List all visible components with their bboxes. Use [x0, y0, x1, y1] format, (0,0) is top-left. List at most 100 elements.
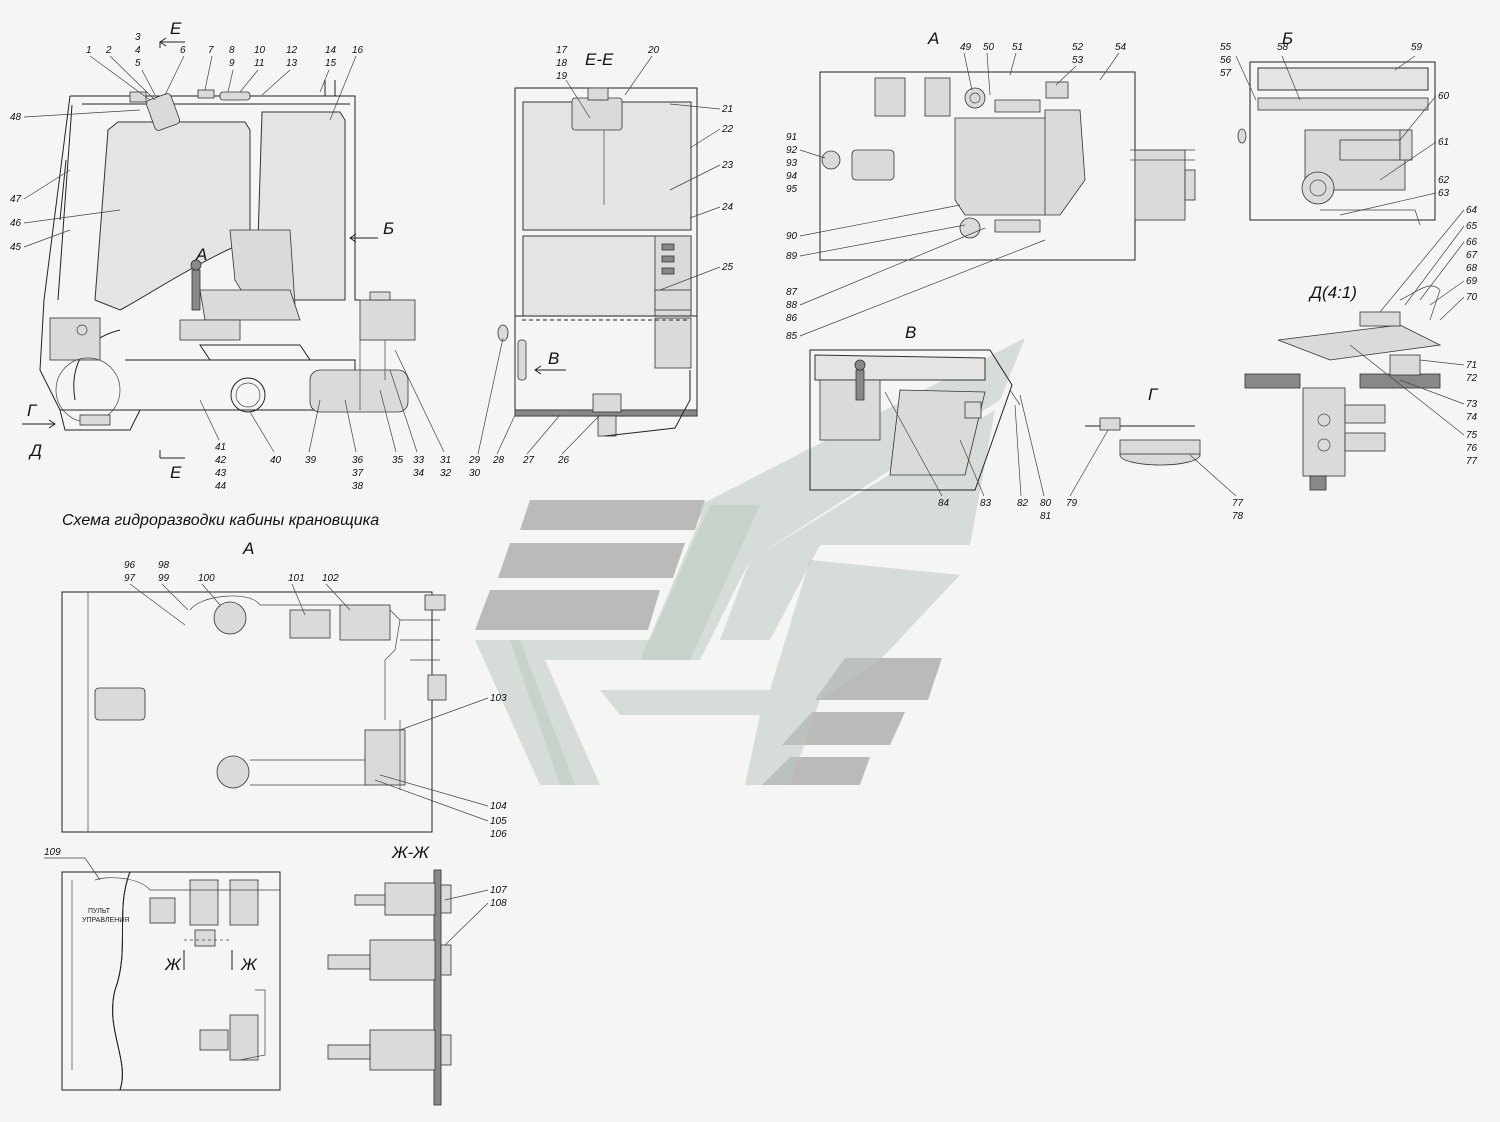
callout-number-65: 65 — [1466, 221, 1478, 232]
callout-number-83: 83 — [980, 498, 992, 509]
callout-number-29: 29 — [468, 455, 481, 466]
callout-number-4: 4 — [135, 45, 141, 56]
callout-number-81: 81 — [1040, 511, 1051, 522]
view-v: В — [809, 323, 1021, 491]
callout-number-96: 96 — [124, 560, 136, 571]
heater-unit — [309, 369, 409, 413]
view-v-callouts: 84 83 82 80 81 — [884, 391, 1052, 522]
callout-number-2: 2 — [105, 45, 112, 56]
callout-number-72: 72 — [1466, 373, 1478, 384]
callout-number-85: 85 — [786, 331, 798, 342]
callout-number-73: 73 — [1466, 399, 1478, 410]
callout-number-7: 7 — [208, 45, 214, 56]
marker-e-top: Е — [170, 19, 182, 38]
side-bottom-callouts: 41 42 43 44 40 39 36 37 38 35 33 34 31 3… — [199, 349, 452, 492]
cabin-front-glass — [94, 121, 251, 311]
callout-number-104: 104 — [490, 801, 507, 812]
callout-number-74: 74 — [1466, 412, 1478, 423]
view-b-callouts: 55 56 57 58 59 60 61 62 63 — [1220, 42, 1450, 216]
callout-number-87: 87 — [786, 287, 798, 298]
callout-number-86: 86 — [786, 313, 798, 324]
view-a-top-title: А — [927, 29, 939, 48]
section-ee-callouts: 17 18 19 20 21 22 23 24 25 29 30 28 27 2… — [468, 45, 734, 479]
panel-label-line2: УПРАВЛЕНИЯ — [82, 917, 129, 924]
view-g: Г — [1085, 385, 1201, 466]
callout-number-98: 98 — [158, 560, 170, 571]
marker-a-side: А — [195, 245, 207, 264]
callout-number-77: 77 — [1232, 498, 1244, 509]
callout-number-77: 77 — [1466, 456, 1478, 467]
view-a-top: А — [819, 29, 1196, 261]
marker-d-side: Д — [28, 441, 42, 460]
callout-number-52: 52 — [1072, 42, 1084, 53]
callout-number-14: 14 — [325, 45, 337, 56]
callout-number-50: 50 — [983, 42, 995, 53]
callout-number-3: 3 — [135, 32, 141, 43]
view-d-title: Д(4:1) — [1308, 283, 1357, 302]
callout-number-57: 57 — [1220, 68, 1232, 79]
section-zhzh-callouts: 107 108 — [444, 885, 507, 946]
panel-label-line1: ПУЛЬТ — [88, 908, 111, 915]
callout-number-56: 56 — [1220, 55, 1232, 66]
callout-number-102: 102 — [322, 573, 339, 584]
marker-b-side: Б — [383, 219, 394, 238]
callout-number-18: 18 — [556, 58, 568, 69]
callout-number-31: 31 — [440, 455, 451, 466]
callout-number-48: 48 — [10, 112, 22, 123]
callout-number-16: 16 — [352, 45, 364, 56]
callout-number-30: 30 — [469, 468, 481, 479]
callout-number-32: 32 — [440, 468, 452, 479]
callout-number-39: 39 — [305, 455, 317, 466]
callout-number-34: 34 — [413, 468, 425, 479]
callout-number-59: 59 — [1411, 42, 1423, 53]
callout-number-107: 107 — [490, 885, 507, 896]
callout-number-54: 54 — [1115, 42, 1127, 53]
scheme-caption: Схема гидроразводки кабины крановщика — [62, 512, 379, 529]
callout-number-84: 84 — [938, 498, 950, 509]
view-d-callouts: 64 65 66 67 68 69 70 71 72 73 74 75 76 7… — [1349, 205, 1478, 467]
callout-number-63: 63 — [1438, 188, 1450, 199]
callout-number-94: 94 — [786, 171, 798, 182]
callout-number-90: 90 — [786, 231, 798, 242]
callout-number-82: 82 — [1017, 498, 1029, 509]
view-g-title: Г — [1148, 385, 1159, 404]
callout-number-67: 67 — [1466, 250, 1478, 261]
scheme-a-callouts: 96 97 98 99 100 101 102 103 104 105 106 — [124, 560, 507, 840]
scheme-bottom: ПУЛЬТ УПРАВЛЕНИЯ Ж Ж — [61, 871, 281, 1091]
callout-number-23: 23 — [721, 160, 734, 171]
callout-number-106: 106 — [490, 829, 507, 840]
callout-number-79: 79 — [1066, 498, 1078, 509]
callout-number-70: 70 — [1466, 292, 1478, 303]
view-b-title: Б — [1282, 29, 1293, 48]
callout-number-40: 40 — [270, 455, 282, 466]
callout-number-24: 24 — [721, 202, 734, 213]
callout-number-35: 35 — [392, 455, 404, 466]
callout-number-49: 49 — [960, 42, 972, 53]
callout-number-36: 36 — [352, 455, 364, 466]
callout-number-21: 21 — [721, 104, 733, 115]
callout-number-22: 22 — [721, 124, 734, 135]
view-d: Д(4:1) — [1244, 283, 1442, 491]
callout-number-61: 61 — [1438, 137, 1449, 148]
callout-number-75: 75 — [1466, 430, 1478, 441]
side-top-callouts: 1 2 3 4 5 6 7 8 9 10 11 12 13 14 15 16 — [86, 32, 364, 121]
callout-number-13: 13 — [286, 58, 298, 69]
callout-number-10: 10 — [254, 45, 266, 56]
callout-number-103: 103 — [490, 693, 507, 704]
callout-number-78: 78 — [1232, 511, 1244, 522]
side-mirror — [146, 93, 180, 131]
section-zhzh: Ж-Ж — [327, 843, 452, 1106]
scheme-a: А — [61, 539, 447, 833]
callout-number-58: 58 — [1277, 42, 1289, 53]
scheme-a-title: А — [242, 539, 254, 558]
callout-number-108: 108 — [490, 898, 507, 909]
callout-number-11: 11 — [254, 58, 264, 69]
scheme-bottom-callouts: 109 — [44, 847, 101, 881]
view-b: Б — [1237, 29, 1436, 226]
callout-number-26: 26 — [557, 455, 570, 466]
callout-number-53: 53 — [1072, 55, 1084, 66]
callout-number-47: 47 — [10, 194, 22, 205]
section-zhzh-title: Ж-Ж — [391, 843, 430, 862]
cabin-side-view — [39, 80, 416, 431]
callout-number-76: 76 — [1466, 443, 1478, 454]
